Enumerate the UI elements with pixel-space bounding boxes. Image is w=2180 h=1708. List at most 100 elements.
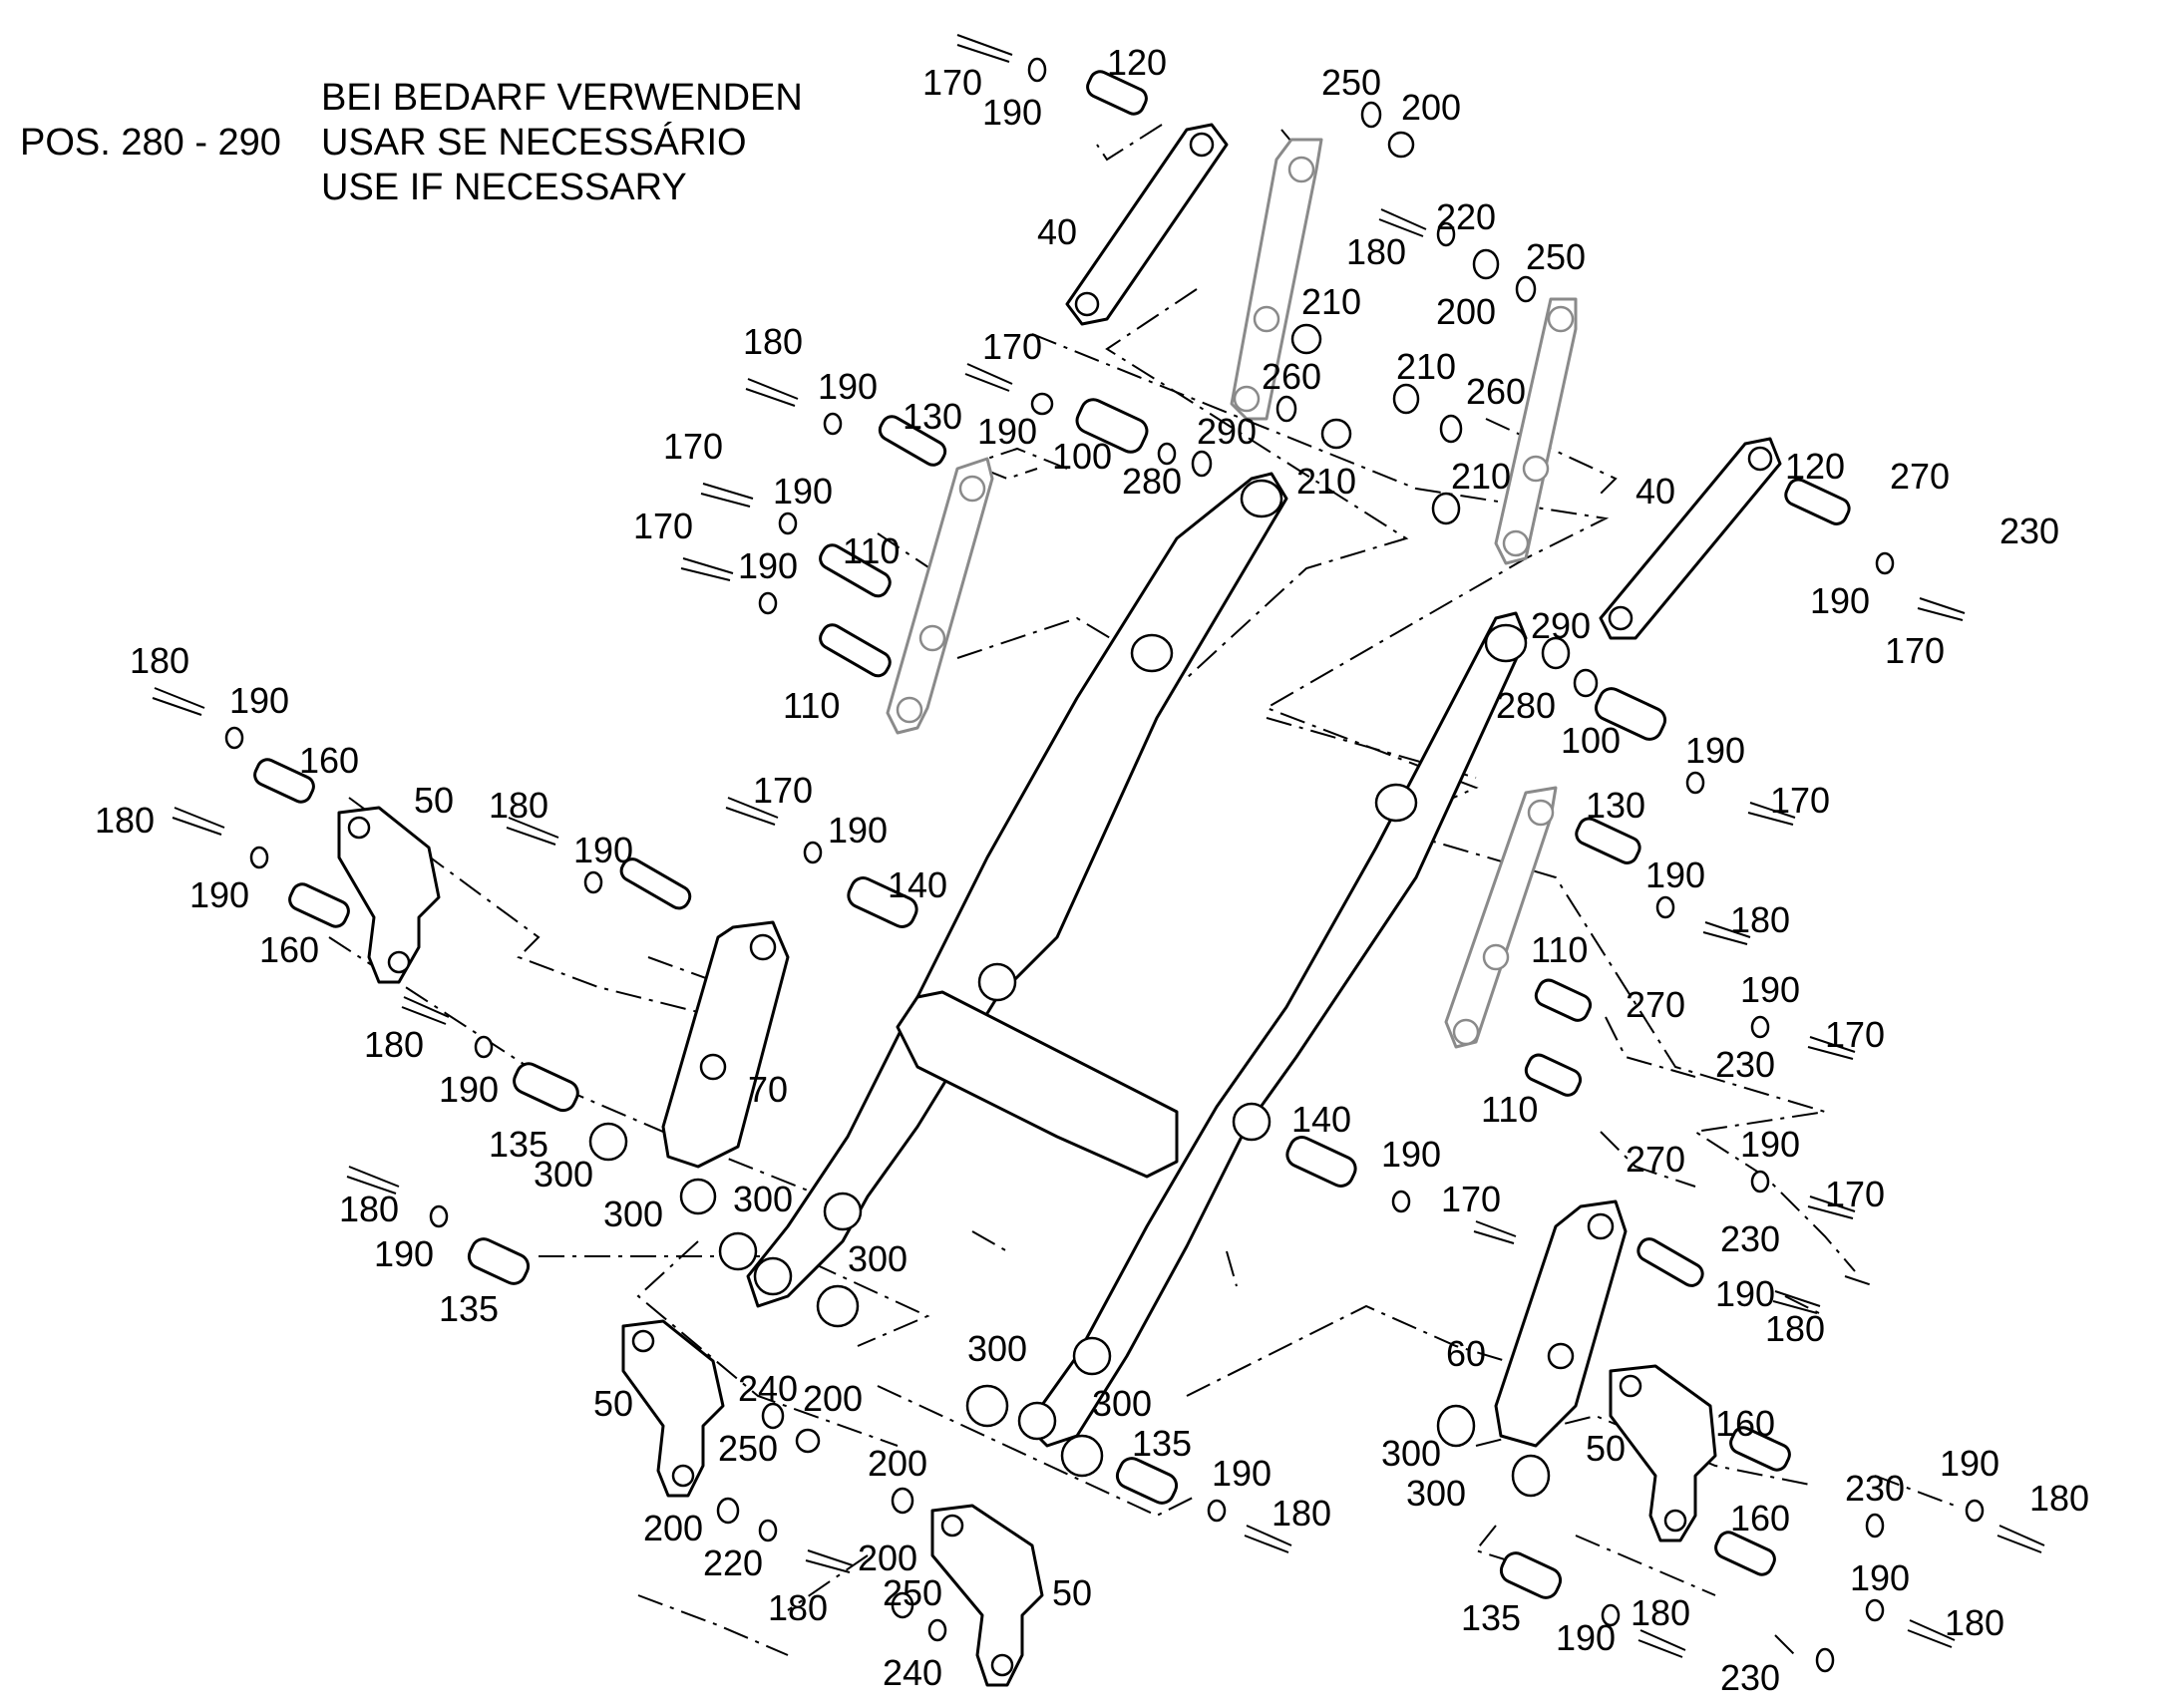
callout: 120 (1785, 446, 1845, 487)
callout: 190 (818, 366, 878, 407)
callout: 190 (1850, 1557, 1910, 1598)
callout: 190 (828, 810, 888, 851)
callout: 190 (1556, 1617, 1616, 1658)
callout: 170 (982, 326, 1042, 367)
callout: 290 (1531, 605, 1591, 646)
callout: 135 (489, 1124, 548, 1165)
callout: 170 (1885, 630, 1945, 671)
callout: 230 (1999, 511, 2059, 551)
callout: 190 (738, 545, 798, 586)
callout: 190 (1212, 1453, 1272, 1494)
callout: 180 (2029, 1478, 2089, 1519)
bolts (152, 34, 2045, 1658)
callout: 190 (1940, 1443, 1999, 1484)
callout: 230 (1715, 1044, 1775, 1085)
callout: 110 (843, 530, 900, 571)
callout: 170 (1441, 1179, 1501, 1219)
callout: 50 (1052, 1572, 1092, 1613)
callout: 130 (1586, 785, 1645, 826)
bracket-60 (1494, 1199, 1628, 1448)
callout: 190 (1810, 580, 1870, 621)
bracket-50-lower-left (621, 1319, 725, 1498)
callout: 220 (703, 1542, 763, 1583)
callout: 120 (1107, 42, 1167, 83)
callout: 210 (1301, 281, 1361, 322)
loader-boom (746, 472, 1528, 1448)
callout: 300 (967, 1328, 1027, 1369)
callout: 180 (768, 1587, 828, 1628)
callout: 190 (1715, 1273, 1775, 1314)
callout: 190 (374, 1233, 434, 1274)
callout: 190 (1381, 1134, 1441, 1175)
callout: 170 (1825, 1174, 1885, 1214)
callout: 170 (922, 62, 982, 103)
callout: 290 (1197, 411, 1257, 452)
note-line-1: BEI BEDARF VERWENDEN (321, 77, 803, 119)
callout: 190 (1740, 969, 1800, 1010)
washers (224, 57, 1985, 1673)
callout: 180 (489, 785, 548, 826)
callout: 240 (738, 1368, 798, 1409)
callout: 250 (883, 1572, 942, 1613)
callout: 280 (1496, 685, 1556, 726)
callout: 270 (1890, 456, 1950, 497)
callout: 260 (1466, 371, 1526, 412)
bracket-50-bottom (930, 1504, 1044, 1687)
callout: 230 (1845, 1468, 1905, 1509)
callout: 190 (773, 471, 833, 512)
callout: 240 (883, 1652, 942, 1693)
callout: 250 (1321, 62, 1381, 103)
callout: 250 (718, 1428, 778, 1469)
callout: 190 (1645, 854, 1705, 895)
side-link-grey-top (1230, 138, 1323, 421)
callout: 135 (1132, 1423, 1192, 1464)
callout: 190 (189, 874, 249, 915)
link-arm-40-right (1599, 437, 1782, 640)
pins (253, 70, 1851, 1599)
position-reference: POS. 280 - 290 (20, 122, 281, 164)
callout: 280 (1122, 461, 1182, 502)
callout: 110 (783, 685, 840, 726)
callout: 300 (1092, 1383, 1152, 1424)
callout: 230 (1720, 1657, 1780, 1698)
side-link-grey-right (1494, 297, 1578, 565)
bracket-50-right (1609, 1364, 1717, 1542)
callout: 300 (733, 1179, 793, 1219)
link-arm-40-top (1065, 123, 1229, 326)
callout: 250 (1526, 236, 1586, 277)
callout: 140 (888, 864, 947, 905)
callout: 210 (1396, 346, 1456, 387)
callout-labels: 170 190 120 250 200 40 180 220 200 250 2… (95, 42, 2089, 1698)
callout: 300 (1381, 1433, 1441, 1474)
callout: 260 (1262, 356, 1321, 397)
callout: 110 (1481, 1089, 1538, 1130)
bracket-70 (661, 920, 790, 1169)
callout: 135 (1461, 1597, 1521, 1638)
callout: 160 (259, 929, 319, 970)
callout: 170 (663, 426, 723, 467)
side-link-grey-mid-right (1444, 786, 1558, 1049)
callout: 190 (439, 1069, 499, 1110)
callout: 160 (299, 740, 359, 781)
callout: 170 (633, 506, 693, 546)
callout: 190 (1685, 730, 1745, 771)
callout: 200 (858, 1537, 917, 1578)
callout: 50 (414, 780, 454, 821)
callout: 270 (1626, 1139, 1685, 1180)
callout: 190 (573, 830, 633, 870)
callout: 180 (95, 800, 155, 841)
callout: 200 (803, 1378, 863, 1419)
callout: 190 (977, 411, 1037, 452)
callout: 180 (1272, 1493, 1331, 1534)
callout: 110 (1531, 929, 1588, 970)
callout: 300 (603, 1194, 663, 1234)
bracket-50-upper-left (337, 806, 441, 984)
callout: 210 (1296, 461, 1356, 502)
callout: 200 (1436, 291, 1496, 332)
callout: 160 (1730, 1498, 1790, 1538)
side-link-grey-left (886, 457, 994, 735)
callout: 60 (1446, 1333, 1486, 1374)
callout: 300 (1406, 1473, 1466, 1514)
callout: 50 (593, 1383, 633, 1424)
callout: 190 (982, 92, 1042, 133)
